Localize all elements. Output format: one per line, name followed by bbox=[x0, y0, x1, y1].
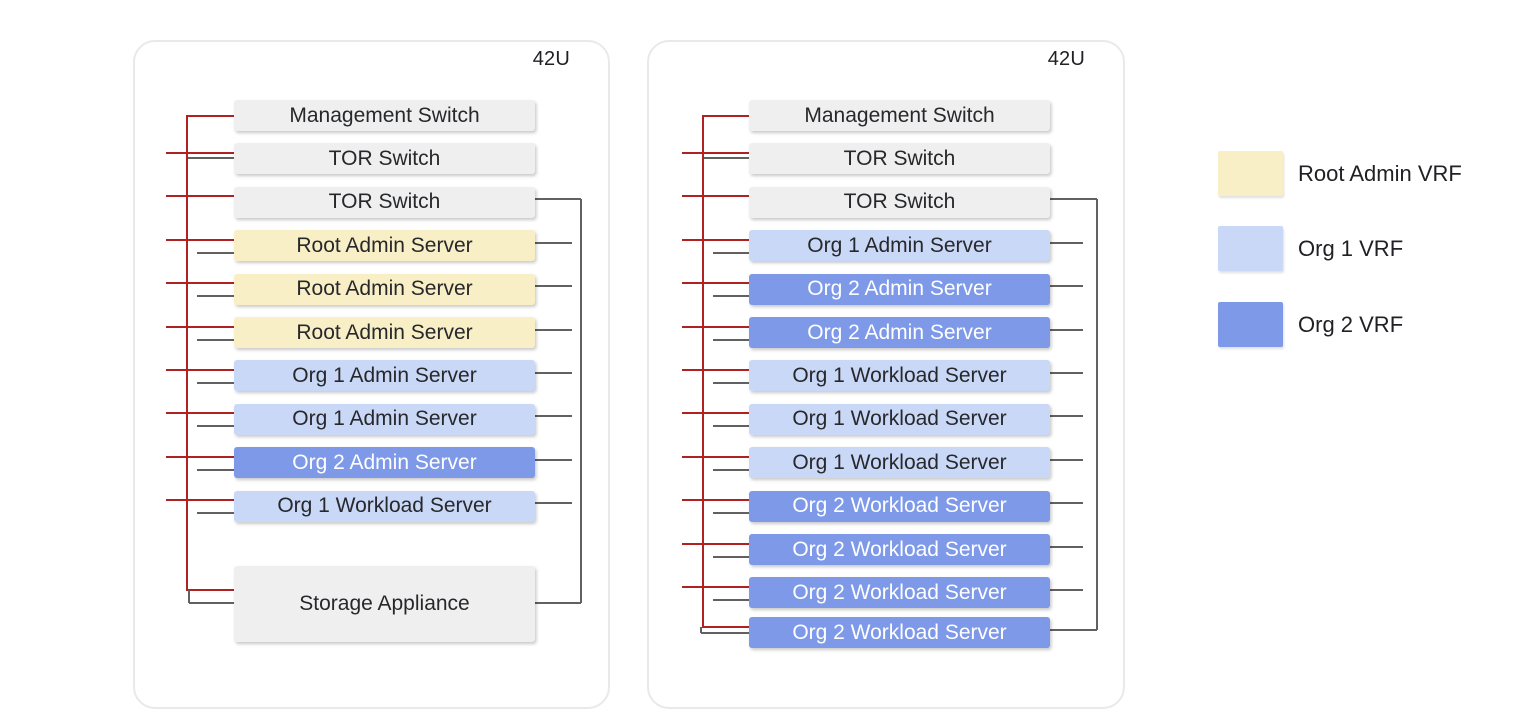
rack2-row-org-2-workload-server: Org 2 Workload Server bbox=[749, 490, 1050, 522]
rack-unit-label: Org 2 Admin Server bbox=[292, 450, 477, 474]
rack-unit-label: Org 1 Admin Server bbox=[807, 233, 992, 257]
rack-unit-label: Org 2 Admin Server bbox=[807, 277, 992, 301]
rack-unit-label: TOR Switch bbox=[843, 146, 956, 170]
rack2-row-org-2-admin-server: Org 2 Admin Server bbox=[749, 273, 1050, 305]
rack1-row-root-admin-server: Root Admin Server bbox=[234, 273, 535, 305]
rack-unit-label: Org 1 Workload Server bbox=[277, 494, 492, 518]
rack-unit-label: Org 1 Workload Server bbox=[792, 363, 1007, 387]
legend-label-root-admin-vrf: Root Admin VRF bbox=[1298, 160, 1462, 186]
rack-unit-label: Root Admin Server bbox=[296, 233, 473, 257]
rack2-row-org-2-workload-server: Org 2 Workload Server bbox=[749, 617, 1050, 648]
rack1-row-org-1-admin-server: Org 1 Admin Server bbox=[234, 403, 535, 435]
rack1-row-storage-appliance: Storage Appliance bbox=[234, 566, 535, 642]
legend-label-org-2-vrf: Org 2 VRF bbox=[1298, 311, 1404, 337]
rack-unit-label: Org 1 Workload Server bbox=[792, 450, 1007, 474]
legend-swatch-org-2-vrf bbox=[1218, 302, 1283, 347]
rack-unit-label: Root Admin Server bbox=[296, 320, 473, 344]
rack1-row-tor-switch: TOR Switch bbox=[234, 186, 535, 218]
rack-unit-label: Management Switch bbox=[804, 103, 995, 127]
rack-unit-label: Org 1 Admin Server bbox=[292, 363, 477, 387]
rack2-row-management-switch: Management Switch bbox=[749, 100, 1050, 131]
rack-unit-label: TOR Switch bbox=[328, 146, 441, 170]
rack2-row-tor-switch: TOR Switch bbox=[749, 143, 1050, 175]
legend-item-root-admin-vrf: Root Admin VRF bbox=[1218, 151, 1462, 196]
rack-unit-label: Org 2 Workload Server bbox=[792, 620, 1007, 644]
rack1-row-management-switch: Management Switch bbox=[234, 100, 535, 131]
rack-unit-label: Root Admin Server bbox=[296, 277, 473, 301]
rack2-row-org-1-workload-server: Org 1 Workload Server bbox=[749, 360, 1050, 392]
rack-unit-label: Org 1 Admin Server bbox=[292, 407, 477, 431]
rack-unit-label: Org 1 Workload Server bbox=[792, 407, 1007, 431]
rack-unit-label: TOR Switch bbox=[843, 190, 956, 214]
rack-unit-label: Org 2 Workload Server bbox=[792, 494, 1007, 518]
rack-1-size-label: 42U bbox=[532, 48, 570, 70]
rack1-row-org-2-admin-server: Org 2 Admin Server bbox=[234, 447, 535, 479]
legend-swatch-root-admin-vrf bbox=[1218, 151, 1283, 196]
rack2-row-tor-switch: TOR Switch bbox=[749, 186, 1050, 218]
rack-unit-label: Org 2 Workload Server bbox=[792, 537, 1007, 561]
rack-unit-label: Management Switch bbox=[289, 103, 480, 127]
rack-unit-label: TOR Switch bbox=[328, 190, 441, 214]
rack1-row-org-1-workload-server: Org 1 Workload Server bbox=[234, 490, 535, 522]
legend-label-org-1-vrf: Org 1 VRF bbox=[1298, 235, 1404, 261]
rack-unit-label: Org 2 Workload Server bbox=[792, 580, 1007, 604]
rack2-row-org-1-admin-server: Org 1 Admin Server bbox=[749, 230, 1050, 262]
rack2-row-org-2-admin-server: Org 2 Admin Server bbox=[749, 317, 1050, 348]
rack2-row-org-2-workload-server: Org 2 Workload Server bbox=[749, 577, 1050, 609]
rack1-row-root-admin-server: Root Admin Server bbox=[234, 230, 535, 262]
rack2-row-org-1-workload-server: Org 1 Workload Server bbox=[749, 403, 1050, 435]
rack-2-size-label: 42U bbox=[1047, 48, 1085, 70]
rack-unit-label: Storage Appliance bbox=[299, 592, 470, 615]
legend-swatch-org-1-vrf bbox=[1218, 226, 1283, 271]
rack2-row-org-1-workload-server: Org 1 Workload Server bbox=[749, 447, 1050, 479]
rack2-row-org-2-workload-server: Org 2 Workload Server bbox=[749, 534, 1050, 565]
rack1-row-root-admin-server: Root Admin Server bbox=[234, 317, 535, 348]
rack-unit-label: Org 2 Admin Server bbox=[807, 320, 992, 344]
legend-item-org-1-vrf: Org 1 VRF bbox=[1218, 226, 1403, 271]
rack1-row-tor-switch: TOR Switch bbox=[234, 143, 535, 175]
rack1-row-org-1-admin-server: Org 1 Admin Server bbox=[234, 360, 535, 392]
legend-item-org-2-vrf: Org 2 VRF bbox=[1218, 302, 1403, 347]
